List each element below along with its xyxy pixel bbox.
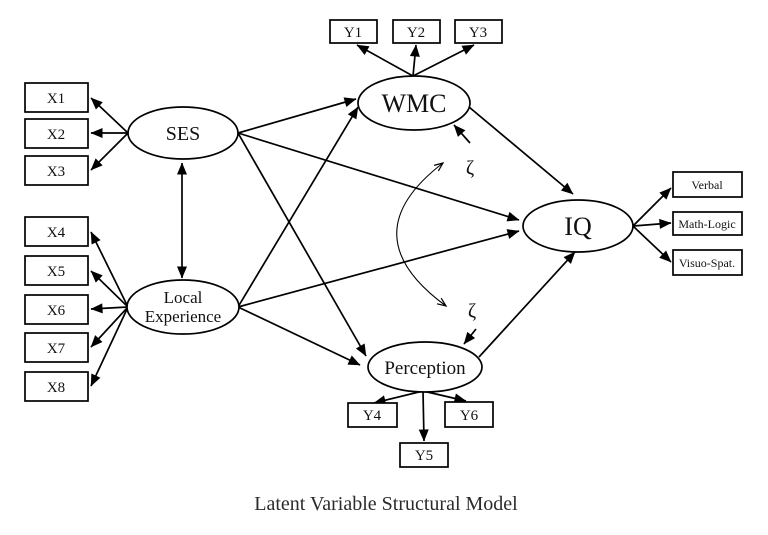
loading-iq-mathlogic [632,218,672,229]
zeta-symbol-perception: ζ [468,300,476,322]
latent-wmc-ellipse [357,75,471,131]
indicator-y2-label: Y2 [407,25,425,41]
indicator-x1-label: X1 [47,91,65,107]
indicator-x6-label: X6 [47,303,66,319]
latent-perception-label: Perception [384,358,466,379]
zeta-arrow-perception [463,328,477,345]
indicator-x2-box [24,118,89,149]
indicator-y3-box [454,19,503,44]
indicator-visuospat-label: Visuo-Spat. [679,256,735,270]
indicator-y3-label: Y3 [469,25,487,41]
latent-perception-ellipse [367,341,483,393]
indicator-x8-label: X8 [47,380,65,396]
latent-iq-ellipse [522,199,634,253]
path-perception-iq [478,251,576,358]
loading-perception-y5 [418,390,429,442]
diagram-caption: Latent Variable Structural Model [254,493,518,515]
disturbance-arrows: ζ ζ [396,124,477,345]
indicator-visuospat-box [672,249,743,276]
measurement-arrows-x [90,97,129,387]
indicator-x3-box [24,155,89,186]
loading-le-x4 [90,231,129,308]
indicator-x5-box [24,255,89,286]
path-ses-perception [237,132,367,357]
latent-local-experience-ellipse [126,279,240,335]
loading-le-x6 [90,303,129,314]
loading-iq-verbal [632,187,672,227]
indicator-boxes-x: X1 X2 X3 X4 X5 X6 X7 X8 [24,82,89,402]
structural-arrows [177,97,576,366]
indicator-y6-label: Y6 [460,408,479,424]
indicator-y2-box [392,19,441,44]
loading-le-x7 [90,306,129,348]
path-wmc-iq [468,106,574,195]
zeta-symbol-wmc: ζ [466,157,474,179]
loading-le-x8 [90,306,129,387]
indicator-y1-label: Y1 [344,25,362,41]
path-le-perception [237,306,361,366]
indicator-mathlogic-label: Math-Logic [678,217,735,231]
indicator-x5-label: X5 [47,264,65,280]
loading-wmc-y3 [412,44,475,77]
latent-iq-label: IQ [564,212,592,241]
indicator-x6-box [24,294,89,325]
path-le-wmc [237,106,359,308]
latent-local-experience-label-line2: Experience [145,307,221,326]
latent-local-experience-label-line1: Local [164,288,203,307]
indicator-y5-box [399,442,449,468]
indicator-x2-label: X2 [47,127,65,143]
indicator-verbal-box [672,171,743,198]
latent-wmc-label: WMC [382,89,447,118]
indicator-x1-box [24,82,89,113]
path-le-iq [237,229,520,308]
indicator-x4-label: X4 [47,225,66,241]
indicator-boxes-y-perception: Y4 Y5 Y6 [347,401,494,468]
loading-perception-y4 [373,390,424,406]
indicator-y4-box [347,402,398,428]
loading-ses-x1 [90,97,129,134]
indicator-mathlogic-box [672,211,743,236]
path-ses-wmc [237,97,357,134]
indicator-x7-label: X7 [47,341,66,357]
indicator-x7-box [24,332,89,363]
indicator-boxes-iq: Verbal Math-Logic Visuo-Spat. [672,171,743,276]
zeta-arrow-wmc [453,124,471,144]
indicator-verbal-label: Verbal [691,178,723,192]
indicator-y6-box [444,401,494,428]
indicator-boxes-y-wmc: Y1 Y2 Y3 [329,19,503,44]
indicator-y4-label: Y4 [363,408,382,424]
indicator-y5-label: Y5 [415,448,433,464]
indicator-x8-box [24,371,89,402]
indicator-y1-box [329,19,378,44]
loading-wmc-y2 [409,44,420,77]
loading-iq-visuospat [632,225,672,263]
loading-le-x5 [90,270,129,308]
covariance-zeta-arc [396,163,446,306]
indicator-x4-box [24,216,89,247]
indicator-x3-label: X3 [47,164,65,180]
path-ses-iq [237,132,520,222]
latent-ses-ellipse [127,106,239,160]
latent-ses-label: SES [166,123,200,145]
loading-wmc-y1 [356,44,414,77]
loading-ses-x3 [90,132,129,171]
latent-variables: SES Local Experience WMC Perception IQ [126,75,634,393]
